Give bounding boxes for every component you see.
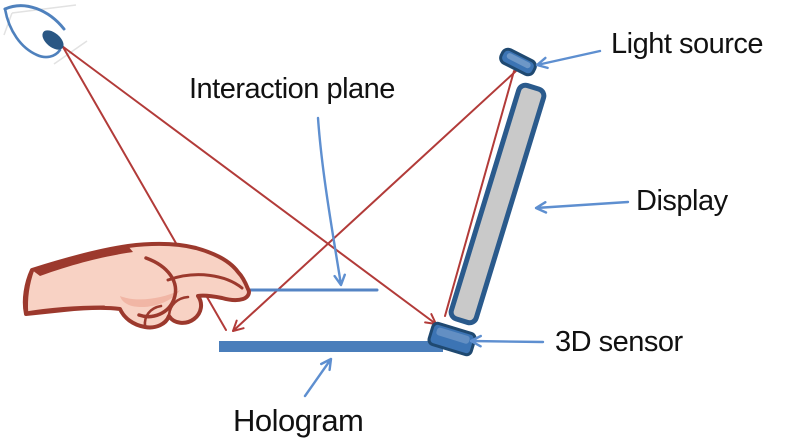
label-interaction-plane: Interaction plane: [189, 73, 395, 105]
hologram-bar: [219, 341, 443, 352]
light-source-shape: [499, 47, 537, 77]
label-hologram: Hologram: [233, 403, 364, 438]
display-shape: [448, 82, 547, 326]
arrow-to-hologram: [303, 357, 333, 398]
label-light-source: Light source: [611, 28, 764, 60]
eye-pupil: [42, 30, 64, 50]
ray-eye-to-sensor: [61, 45, 437, 325]
pointing-hand-icon: [22, 241, 251, 330]
sensor-shape: [427, 321, 477, 357]
ray-light-to-touchpoint-arrowhead: [232, 319, 245, 332]
eye-icon: [3, 4, 66, 59]
label-3d-sensor: 3D sensor: [555, 326, 683, 358]
arrow-to-display: [534, 200, 630, 214]
ray-light-to-touchpoint: [232, 70, 517, 332]
arrow-to-interaction-plane: [316, 116, 346, 287]
arrow-to-sensor: [469, 334, 545, 348]
pointer-arrows: [303, 49, 630, 398]
arrow-to-light-source: [535, 49, 602, 70]
label-display: Display: [636, 185, 728, 217]
ray-light-to-sensor: [444, 70, 515, 317]
